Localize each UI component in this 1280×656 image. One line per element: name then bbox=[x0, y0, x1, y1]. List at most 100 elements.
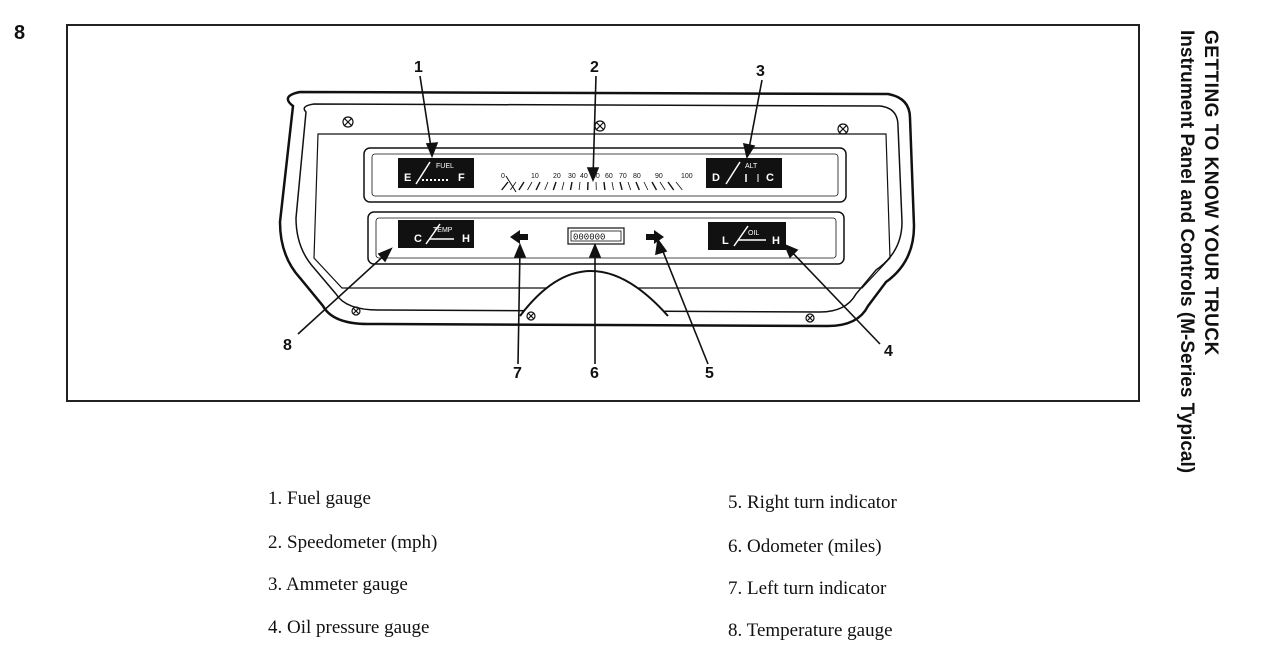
speedometer-tick-mark bbox=[651, 181, 658, 191]
fuel-gauge-needle bbox=[415, 161, 431, 185]
callout-5: 5 bbox=[705, 365, 714, 382]
legend-item: 5. Right turn indicator bbox=[728, 492, 897, 514]
speedometer-tick-mark bbox=[561, 181, 565, 191]
panel-bezel-inner bbox=[295, 103, 903, 313]
callout-7: 7 bbox=[513, 365, 522, 382]
speedometer-tick-mark bbox=[544, 181, 549, 191]
legend-item-text: Right turn indicator bbox=[747, 492, 897, 513]
upper-cluster bbox=[363, 147, 847, 203]
legend-item-number: 8. bbox=[728, 620, 747, 641]
speedometer-tick-mark bbox=[619, 181, 623, 191]
oil-pressure-gauge-needle bbox=[733, 225, 749, 247]
ammeter-gauge-needle bbox=[725, 161, 741, 185]
legend-item-number: 3. bbox=[268, 574, 286, 595]
section-title: GETTING TO KNOW YOUR TRUCK bbox=[1200, 30, 1221, 356]
speedometer-tick-mark bbox=[578, 181, 581, 191]
speedometer-tick-mark bbox=[603, 181, 606, 191]
callout-6: 6 bbox=[590, 365, 599, 382]
speedometer: 0 10 20 30 40 50 60 70 80 90 100 bbox=[501, 173, 693, 193]
fuel-gauge-high: F bbox=[458, 172, 465, 184]
temperature-gauge-low: C bbox=[414, 233, 422, 245]
speedometer-tick-mark bbox=[535, 181, 541, 191]
oil-pressure-gauge-high: H bbox=[772, 235, 780, 247]
ammeter-gauge: ALT D C bbox=[706, 158, 782, 188]
speedometer-tick-label: 0 bbox=[501, 173, 505, 180]
legend-item: 8. Temperature gauge bbox=[728, 620, 893, 642]
temperature-gauge-needle bbox=[425, 223, 441, 245]
speedometer-tick-mark bbox=[569, 181, 573, 191]
speedometer-tick-label: 60 bbox=[605, 173, 613, 180]
ammeter-gauge-low: D bbox=[712, 172, 720, 184]
legend-item-number: 2. bbox=[268, 532, 287, 553]
odometer: 000000 bbox=[567, 227, 625, 245]
legend-item-text: Ammeter gauge bbox=[285, 574, 408, 595]
legend-item-text: Oil pressure gauge bbox=[287, 617, 430, 638]
oil-pressure-gauge: OIL L H bbox=[708, 222, 786, 250]
page-number: 8 bbox=[14, 22, 26, 44]
fuel-gauge: FUEL E F bbox=[398, 158, 474, 188]
speedometer-tick-label: 20 bbox=[553, 173, 561, 180]
right-turn-arrow-icon bbox=[646, 230, 664, 244]
legend-item-text: Left turn indicator bbox=[747, 578, 887, 599]
fuel-gauge-name: FUEL bbox=[436, 163, 454, 170]
speedometer-tick-mark bbox=[611, 181, 614, 191]
legend-item: 2. Speedometer (mph) bbox=[268, 532, 437, 554]
speedometer-tick-mark bbox=[627, 181, 632, 191]
lower-cluster bbox=[367, 211, 845, 265]
left-turn-arrow-icon bbox=[510, 230, 528, 244]
speedometer-tick-mark bbox=[667, 181, 675, 191]
temperature-gauge: TEMP C H bbox=[398, 220, 474, 248]
section-heading: GETTING TO KNOW YOUR TRUCK Instrument Pa… bbox=[1174, 30, 1222, 473]
speedometer-tick-mark bbox=[635, 181, 640, 191]
legend-item-text: Speedometer (mph) bbox=[287, 532, 438, 553]
section-subtitle: Instrument Panel and Controls (M-Series … bbox=[1176, 30, 1197, 474]
legend-item-number: 4. bbox=[268, 617, 287, 638]
speedometer-needle bbox=[505, 175, 517, 193]
speedometer-tick-mark bbox=[643, 181, 649, 191]
ammeter-gauge-name: ALT bbox=[745, 163, 758, 170]
legend-item-number: 6. bbox=[728, 536, 747, 557]
callout-8: 8 bbox=[283, 337, 292, 354]
callout-2: 2 bbox=[590, 59, 599, 76]
legend-item-number: 1. bbox=[268, 488, 287, 509]
legend-item-text: Temperature gauge bbox=[746, 620, 893, 641]
speedometer-tick-label: 70 bbox=[619, 173, 627, 180]
fuel-gauge-low: E bbox=[404, 172, 411, 184]
legend-item-number: 5. bbox=[728, 492, 747, 513]
panel-bezel-outer bbox=[278, 90, 916, 328]
speedometer-tick-label: 30 bbox=[568, 173, 576, 180]
oil-pressure-gauge-low: L bbox=[722, 235, 729, 247]
legend-item-number: 7. bbox=[728, 578, 747, 599]
legend-item: 4. Oil pressure gauge bbox=[268, 617, 429, 639]
speedometer-tick-label: 100 bbox=[681, 173, 693, 180]
ammeter-gauge-high: C bbox=[766, 172, 774, 184]
legend-item-text: Odometer (miles) bbox=[747, 536, 882, 557]
speedometer-tick-mark bbox=[675, 181, 683, 191]
speedometer-tick-label: 80 bbox=[633, 173, 641, 180]
speedometer-tick-mark bbox=[501, 181, 509, 191]
legend-item: 7. Left turn indicator bbox=[728, 578, 886, 600]
speedometer-tick-mark bbox=[659, 181, 666, 191]
callout-3: 3 bbox=[756, 63, 765, 80]
speedometer-tick-mark bbox=[518, 181, 525, 191]
speedometer-tick-label: 50 bbox=[592, 173, 600, 180]
panel-face bbox=[313, 133, 891, 289]
legend-item: 1. Fuel gauge bbox=[268, 488, 371, 510]
temperature-gauge-high: H bbox=[462, 233, 470, 245]
legend-item: 3. Ammeter gauge bbox=[268, 574, 408, 596]
temperature-gauge-name: TEMP bbox=[433, 227, 453, 234]
speedometer-tick-mark bbox=[509, 181, 517, 191]
speedometer-tick-label: 90 bbox=[655, 173, 663, 180]
panel-screws bbox=[342, 116, 849, 323]
speedometer-tick-mark bbox=[527, 181, 533, 191]
speedometer-tick-mark bbox=[552, 181, 557, 191]
speedometer-tick-label: 10 bbox=[531, 173, 539, 180]
callout-leaders bbox=[297, 75, 881, 365]
callout-1: 1 bbox=[414, 59, 423, 76]
steering-column-cutout bbox=[519, 270, 669, 317]
speedometer-tick-label: 40 bbox=[580, 173, 588, 180]
callout-4: 4 bbox=[884, 343, 893, 360]
oil-pressure-gauge-name: OIL bbox=[748, 230, 759, 237]
